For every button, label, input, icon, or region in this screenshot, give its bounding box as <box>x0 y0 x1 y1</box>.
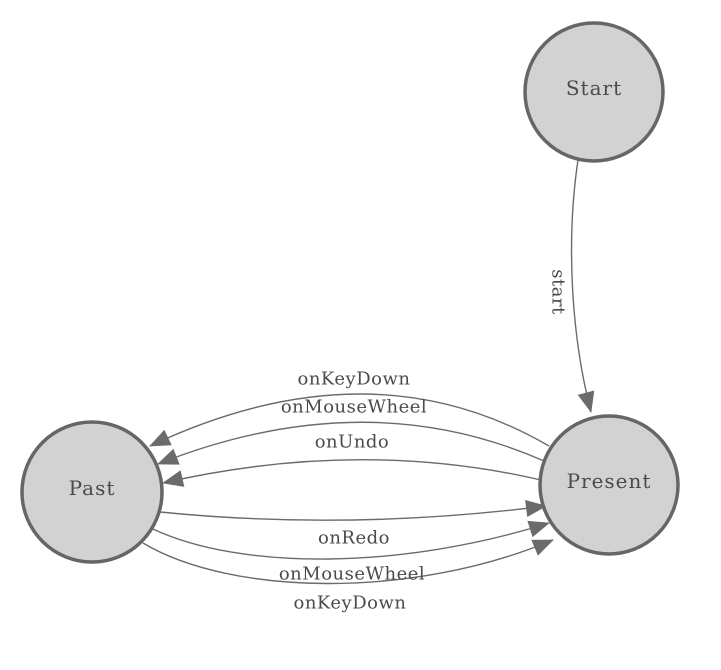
edge-label-past-to-present-keydown: onKeyDown <box>294 593 407 614</box>
edge-present-to-past-keydown <box>149 393 550 447</box>
edge-present-to-past-mousewheel <box>157 421 545 465</box>
node-present-circle <box>538 414 680 556</box>
edge-label-present-to-past-keydown: onKeyDown <box>298 369 411 390</box>
edge-past-to-present-redo <box>159 500 547 521</box>
edges-layer <box>142 159 595 585</box>
node-start-circle <box>523 21 665 163</box>
edge-label-past-to-present-redo: onRedo <box>318 528 390 549</box>
node-start-label: Start <box>566 76 622 100</box>
node-past-label: Past <box>69 476 116 500</box>
node-present-label: Present <box>567 469 652 493</box>
edge-start-to-present <box>570 159 595 413</box>
edge-present-to-past-undo <box>162 459 542 487</box>
edge-label-past-to-present-mousewheel: onMouseWheel <box>279 564 425 585</box>
edge-label-start-to-present: start <box>548 269 569 315</box>
edge-label-present-to-past-undo: onUndo <box>315 432 390 453</box>
edge-past-to-present-mousewheel <box>152 520 550 560</box>
edge-past-to-present-keydown <box>142 539 554 585</box>
edge-label-present-to-past-mousewheel: onMouseWheel <box>281 397 427 418</box>
node-past-circle <box>20 420 164 564</box>
edge-labels-layer: start onKeyDown onMouseWheel onUndo onRedo on… <box>279 269 569 613</box>
